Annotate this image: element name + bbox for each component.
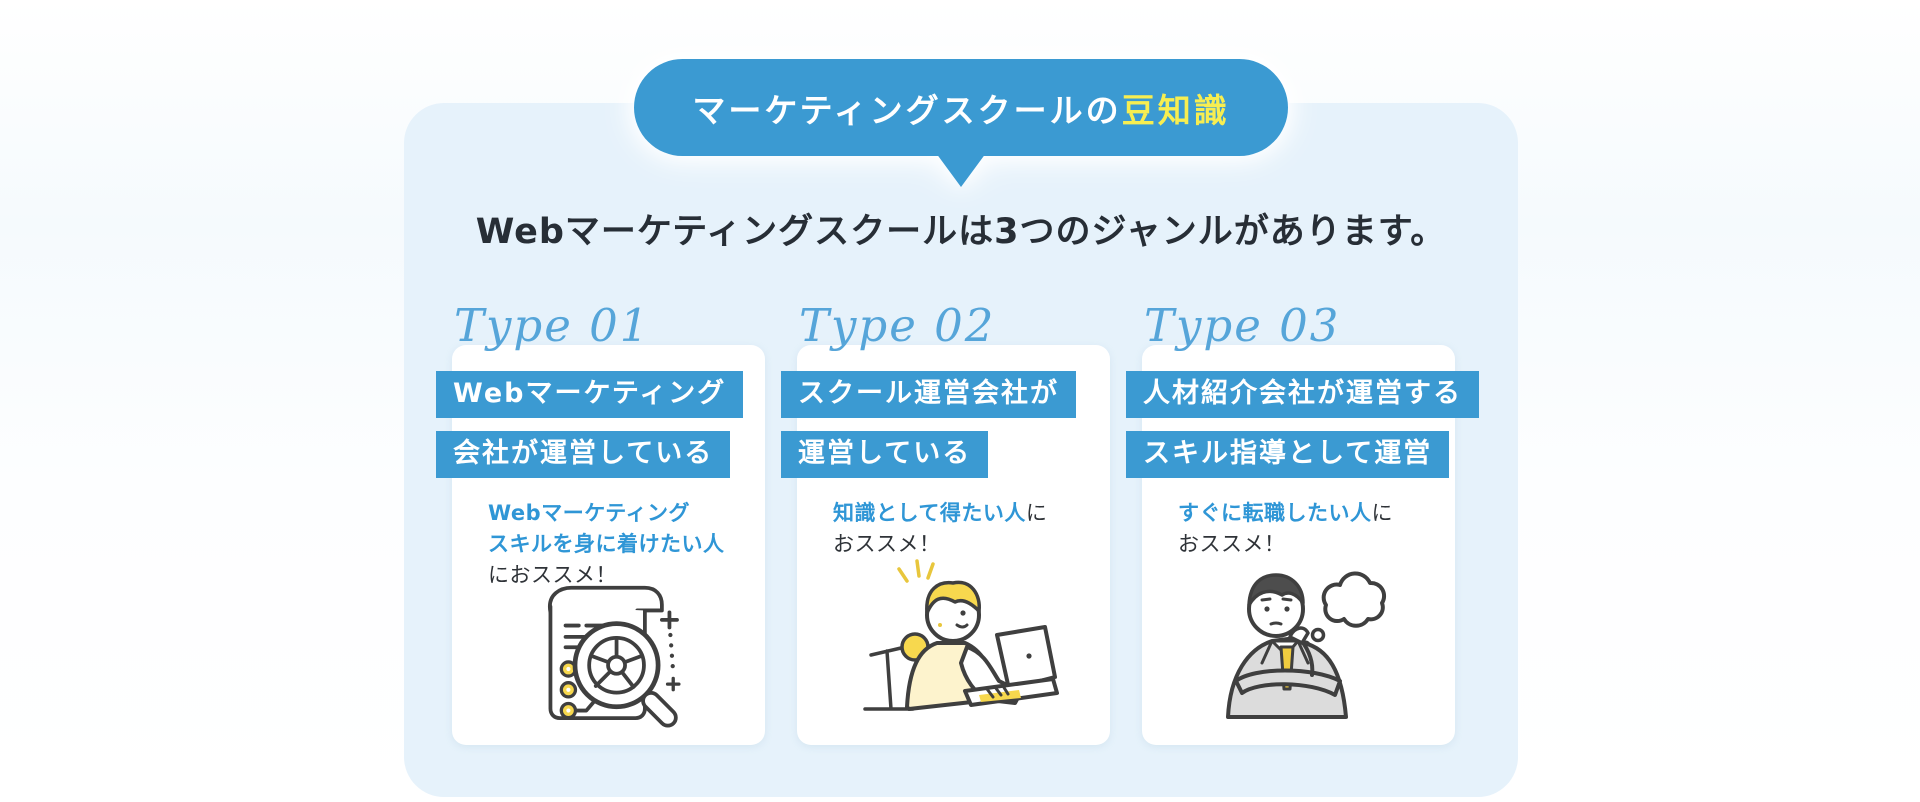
card-title-labels: スクール運営会社が運営している xyxy=(781,345,1110,478)
card-description: すぐに転職したい人におススメ！ xyxy=(1178,498,1455,560)
desc-text: に xyxy=(1025,501,1048,525)
desc-highlight-text: スキルを身に着けたい人 xyxy=(488,532,725,556)
type-card-1: Type 01 Webマーケティング会社が運営している Webマーケティングスキ… xyxy=(436,299,765,745)
type-number-label: Type 01 xyxy=(454,299,651,352)
cards-row: Type 01 Webマーケティング会社が運営している Webマーケティングスキ… xyxy=(436,299,1479,745)
tips-panel: マーケティングスクールの豆知識 Webマーケティングスクールは3つのジャンルがあ… xyxy=(404,59,1518,797)
badge-text: マーケティングスクールの xyxy=(692,90,1122,130)
desc-text: おススメ！ xyxy=(833,532,941,556)
card-illustration xyxy=(797,549,1110,737)
desc-text: に xyxy=(1371,501,1393,525)
card-title-label: スキル指導として運営 xyxy=(1126,431,1450,478)
card-illustration xyxy=(1142,549,1455,737)
report-magnifier-illustration xyxy=(547,585,681,728)
card-title-label: 運営している xyxy=(781,431,989,478)
card-title-labels: Webマーケティング会社が運営している xyxy=(436,345,765,478)
desc-highlight-text: 知識として得たい人 xyxy=(833,501,1026,525)
card-title-label: 人材紹介会社が運営する xyxy=(1126,371,1479,418)
card-description: 知識として得たい人におススメ！ xyxy=(833,498,1110,560)
badge-pill: マーケティングスクールの豆知識 xyxy=(634,59,1288,156)
card-illustration xyxy=(452,567,765,737)
desc-highlight-text: Webマーケティング xyxy=(488,501,691,525)
section-heading: Webマーケティングスクールは3つのジャンルがあります。 xyxy=(475,212,1447,252)
type-number-label: Type 03 xyxy=(1144,299,1341,352)
badge-pointer-icon xyxy=(936,153,986,187)
type-card-2: Type 02 スクール運営会社が運営している 知識として得たい人におススメ！ xyxy=(781,299,1110,745)
type-number-label: Type 02 xyxy=(799,299,996,352)
woman-laptop-illustration xyxy=(862,559,1059,711)
card-description: Webマーケティングスキルを身に着けたい人におススメ！ xyxy=(488,498,765,591)
card-title-labels: 人材紹介会社が運営するスキル指導として運営 xyxy=(1126,345,1479,478)
desc-text: おススメ！ xyxy=(1178,532,1286,556)
badge-highlight-text: 豆知識 xyxy=(1121,90,1230,130)
desc-highlight-text: すぐに転職したい人 xyxy=(1178,501,1372,525)
type-card-3: Type 03 人材紹介会社が運営するスキル指導として運営 すぐに転職したい人に… xyxy=(1126,299,1479,745)
thinking-man-illustration xyxy=(1225,571,1386,719)
card-title-label: スクール運営会社が xyxy=(781,371,1076,418)
badge: マーケティングスクールの豆知識 xyxy=(634,59,1288,187)
desc-text: におススメ！ xyxy=(488,563,617,587)
card-title-label: Webマーケティング xyxy=(436,371,744,418)
card-title-label: 会社が運営している xyxy=(436,431,731,478)
